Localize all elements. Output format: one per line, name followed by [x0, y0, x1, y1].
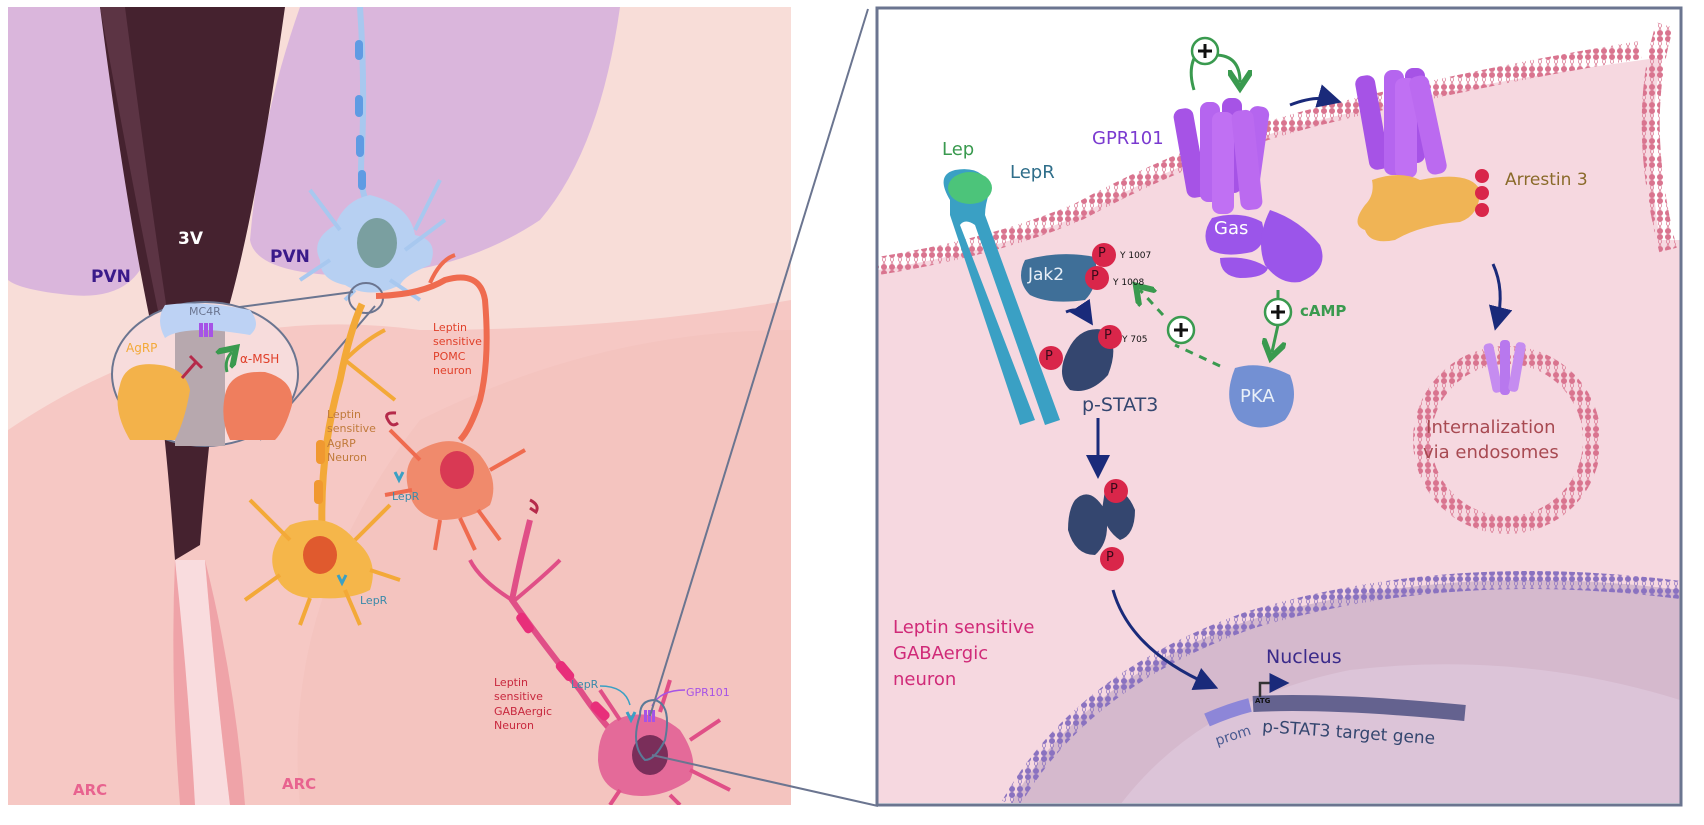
pka-to-jak2-activation — [1140, 290, 1221, 368]
gpr101-left-label: GPR101 — [686, 686, 730, 699]
phospho-y705 — [1098, 325, 1122, 349]
atg-label: ATG — [1255, 697, 1271, 705]
leptin-ligand — [948, 172, 992, 204]
jak2-label: Jak2 — [1028, 265, 1065, 285]
lepr-gaba-label: LepR — [571, 678, 599, 691]
stat3-monomer — [1039, 325, 1122, 391]
arc-right-label: ARC — [282, 775, 317, 793]
target-gene — [1204, 673, 1466, 727]
pvn-right-region — [250, 7, 620, 276]
lep-label: Lep — [942, 139, 975, 160]
mc4r-receptor-icon — [199, 323, 213, 337]
lepr-label: LepR — [1010, 162, 1055, 183]
lepr-receptor — [943, 169, 1060, 425]
agrp-neuron-label: Leptin sensitive AgRP Neuron — [327, 408, 376, 464]
third-ventricle — [100, 7, 285, 560]
gaba-cell-label: Leptin sensitive GABAergic neuron — [893, 617, 1035, 691]
p-badge: P — [1104, 328, 1112, 343]
p-badge: P — [1106, 550, 1114, 565]
jak2 — [1021, 243, 1116, 302]
gaba-neuron-label: Leptin sensitive GABAergic Neuron — [494, 676, 553, 732]
y705-label: Y 705 — [1122, 335, 1148, 345]
brain-section-panel — [8, 7, 791, 805]
lepr-agrp-icon — [336, 574, 348, 587]
phospho-y1008 — [1085, 266, 1109, 290]
gpr101-arrestin-bound — [1355, 68, 1447, 178]
p-badge: P — [1091, 269, 1099, 284]
lepr-gaba-icon — [625, 711, 637, 724]
pvn-left-label: PVN — [91, 267, 131, 287]
gas-label: Gas — [1214, 218, 1249, 239]
gpr101-label: GPR101 — [1092, 128, 1164, 149]
gene-segment — [1252, 695, 1466, 721]
transcription-start-arrow-icon — [1258, 673, 1290, 697]
pka — [1229, 365, 1294, 428]
arrestin-label: Arrestin 3 — [1505, 170, 1588, 190]
amsh-peptide-label: α-MSH — [240, 352, 280, 366]
camp-activation — [1265, 290, 1293, 352]
camp-label: cAMP — [1300, 302, 1347, 320]
pomc-neuron-label: Leptin sensitive POMC neuron — [433, 321, 482, 377]
gaba-neuron — [468, 519, 731, 805]
synapse-inset — [111, 301, 299, 447]
nuclear-membrane — [1002, 571, 1680, 803]
arrestin-3 — [1357, 175, 1480, 242]
p-badge: P — [1045, 349, 1053, 364]
agrp-peptide-label: AgRP — [126, 341, 158, 355]
y1007-label: Y 1007 — [1120, 251, 1152, 261]
zoom-panel-border — [875, 6, 1683, 807]
p-badge: P — [1098, 246, 1106, 261]
third-ventricle-label: 3V — [178, 229, 203, 249]
arc-left-label: ARC — [73, 781, 108, 799]
p-badge: P — [1110, 482, 1118, 497]
lepr-pomc-icon — [393, 471, 405, 484]
promoter-segment — [1204, 698, 1252, 727]
pvn-neuron — [298, 7, 447, 302]
inhibition-icon — [180, 354, 204, 379]
internalization-label: Internalization via endosomes — [1423, 417, 1559, 464]
gpr101-gaba-icon — [644, 710, 655, 722]
pstat3-label: p-STAT3 — [1082, 394, 1159, 416]
phospho-stat3 — [1039, 346, 1063, 370]
nucleus-label: Nucleus — [1266, 646, 1342, 668]
gpr101-autoactivation — [1189, 36, 1240, 90]
synapse-terminal-icon — [385, 411, 399, 427]
pvn-left-region — [8, 7, 140, 296]
pka-label: PKA — [1240, 386, 1275, 407]
pvn-right-label: PVN — [270, 247, 310, 267]
pomc-neuron — [375, 253, 539, 551]
agrp-neuron — [243, 302, 401, 626]
lepr-pomc-label: LepR — [392, 490, 420, 503]
gpr101-receptor — [1173, 98, 1270, 214]
y1008-label: Y 1008 — [1113, 278, 1145, 288]
stimulation-arrow-icon — [226, 352, 232, 373]
pstat3-dimer — [1068, 479, 1135, 571]
endosome — [1413, 340, 1601, 534]
gas-protein — [1205, 210, 1323, 283]
signaling-panel — [878, 9, 1680, 803]
mc4r-label: MC4R — [189, 305, 221, 318]
phospho-y1007 — [1092, 243, 1116, 267]
lepr-agrp-label: LepR — [360, 594, 388, 607]
zoom-circle-gaba — [635, 698, 668, 762]
